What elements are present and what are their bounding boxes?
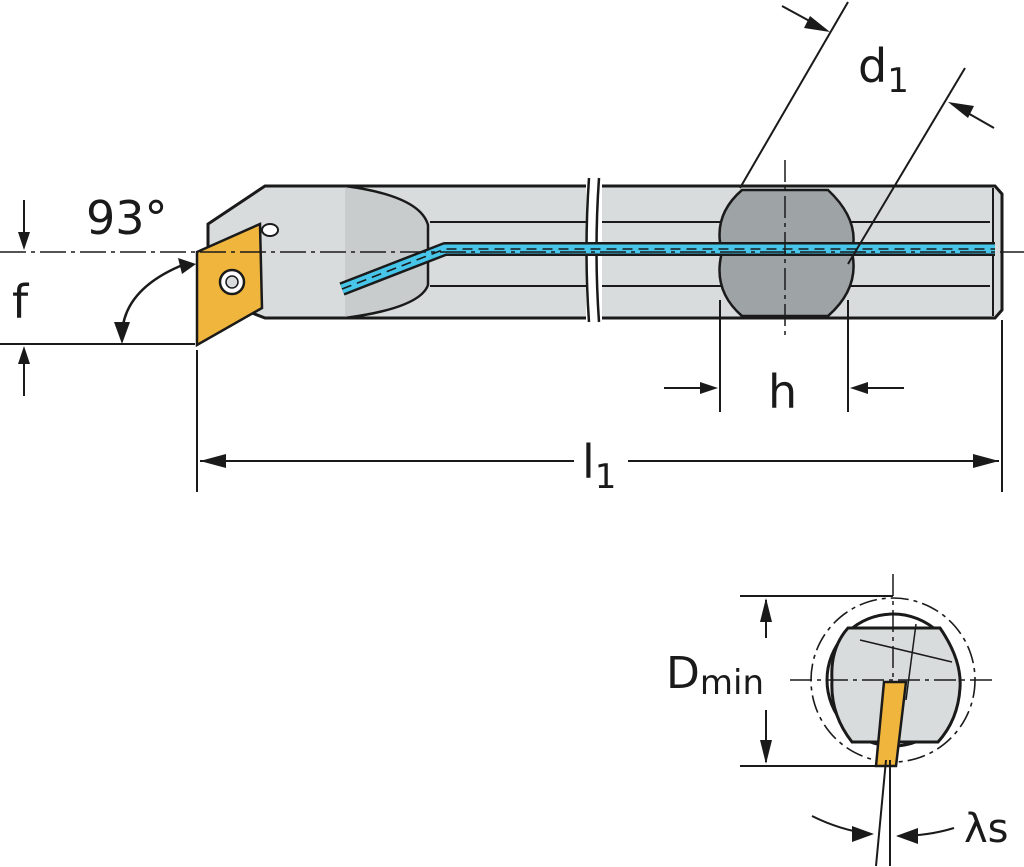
lambda-line-a bbox=[875, 759, 887, 867]
dmin-label: Dmin bbox=[666, 648, 764, 703]
angle-label: 93° bbox=[86, 191, 168, 245]
d1-main: d bbox=[858, 39, 887, 93]
dmin-arrow-top bbox=[760, 598, 772, 622]
section-line bbox=[905, 623, 917, 701]
dmin-arrow-bottom bbox=[760, 740, 772, 764]
d1-label: d1 bbox=[858, 39, 909, 101]
d1-dimension bbox=[739, 1, 995, 265]
l1-label: l1 bbox=[582, 435, 616, 497]
lambda-label: λs bbox=[964, 806, 1009, 852]
l1-main: l bbox=[582, 435, 595, 489]
coolant-channel bbox=[339, 242, 995, 296]
lambda-arrow-right bbox=[896, 828, 918, 844]
side-view bbox=[0, 1, 1024, 492]
l1-sub: 1 bbox=[595, 457, 617, 497]
dmin-sub: min bbox=[700, 663, 764, 703]
l1-dimension bbox=[196, 320, 1003, 492]
angle-arc bbox=[114, 258, 196, 344]
h-label: h bbox=[768, 365, 797, 419]
cutting-insert bbox=[195, 222, 279, 348]
lambda-arrow-left bbox=[852, 826, 874, 842]
f-label: f bbox=[12, 275, 30, 329]
section-line bbox=[859, 639, 953, 663]
dmin-main: D bbox=[666, 648, 700, 699]
end-insert bbox=[874, 680, 908, 768]
f-dimension bbox=[0, 200, 195, 396]
h-dimension bbox=[664, 300, 904, 412]
d1-sub: 1 bbox=[887, 61, 909, 101]
end-view bbox=[740, 574, 996, 867]
